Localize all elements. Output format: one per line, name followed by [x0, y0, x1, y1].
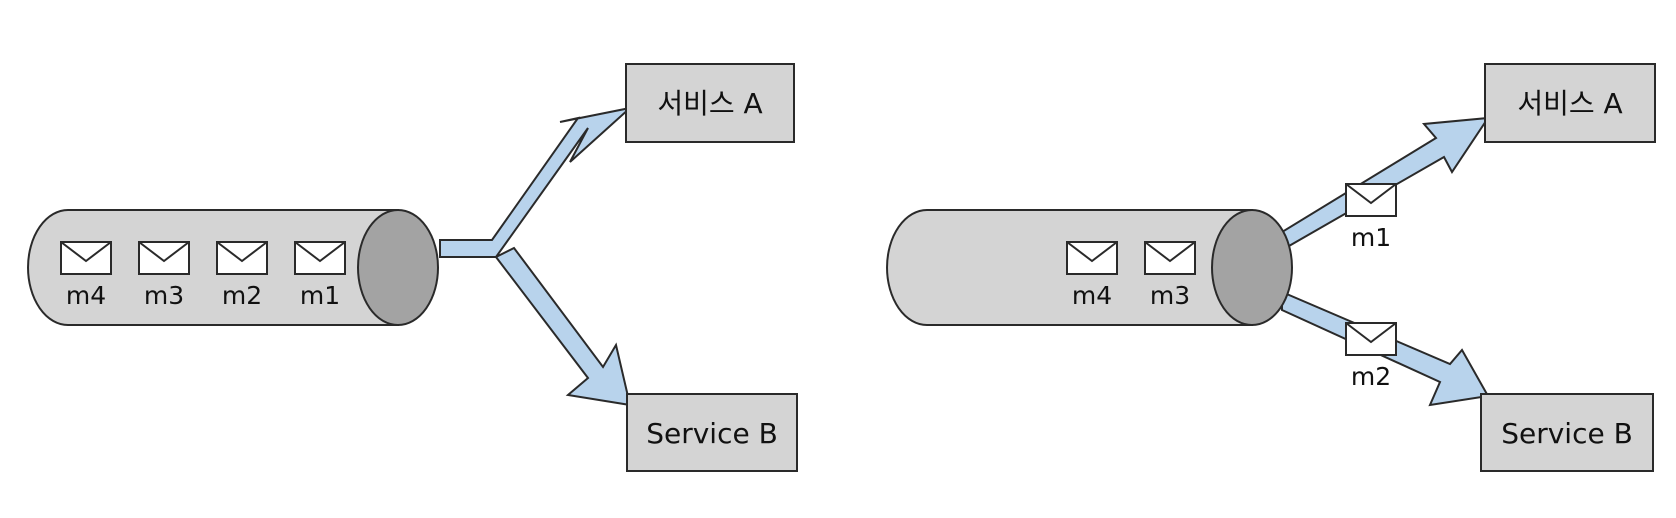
- message-envelope-icon: [1345, 322, 1397, 356]
- queue-cylinder: [27, 209, 399, 326]
- right-diagram: m4 m3 m1 m2 서비스 A Service B: [886, 63, 1656, 472]
- message-envelope-icon: [294, 241, 346, 275]
- fork-arrow: [439, 106, 634, 407]
- message-envelope-icon: [1066, 241, 1118, 275]
- service-a-label: 서비스 A: [657, 87, 762, 120]
- message-envelope-icon: [138, 241, 190, 275]
- message-envelope-icon: [1345, 183, 1397, 217]
- service-a-box: [625, 63, 795, 143]
- service-b-label: Service B: [646, 417, 778, 450]
- message-envelope-icon: [60, 241, 112, 275]
- message-label: m2: [222, 281, 262, 310]
- message-label: m3: [1150, 281, 1190, 310]
- service-b-box: [626, 393, 798, 472]
- service-a-box: [1484, 63, 1656, 143]
- message-label: m4: [1072, 281, 1112, 310]
- queue-cylinder-end: [1211, 209, 1293, 326]
- message-label: m4: [66, 281, 106, 310]
- queue-cylinder-end: [357, 209, 439, 326]
- service-a-label: 서비스 A: [1517, 87, 1622, 120]
- service-b-box: [1480, 393, 1654, 472]
- message-envelope-icon: [1144, 241, 1196, 275]
- message-label: m3: [144, 281, 184, 310]
- message-label: m1: [300, 281, 340, 310]
- message-label: m2: [1351, 362, 1391, 391]
- service-b-label: Service B: [1501, 417, 1633, 450]
- left-diagram: m4 m3 m2 m1 서비스 A Service B: [27, 63, 798, 472]
- message-envelope-icon: [216, 241, 268, 275]
- message-label: m1: [1351, 223, 1391, 252]
